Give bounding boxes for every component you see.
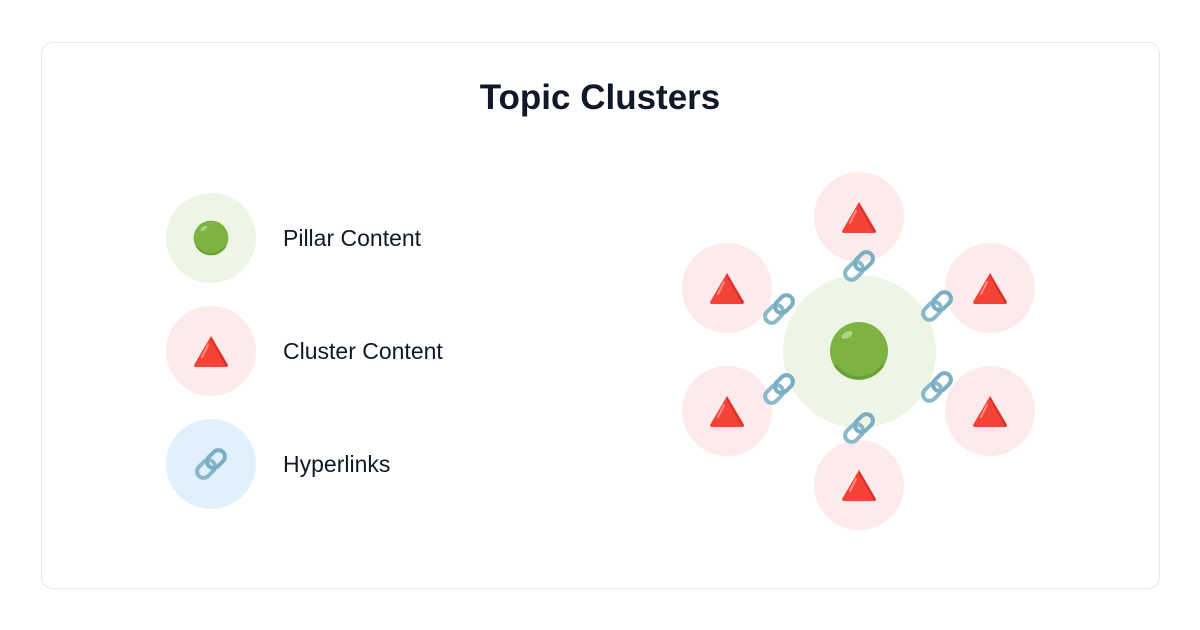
triangle-icon [972,272,1008,305]
link-icon [760,290,798,328]
link-icon [760,370,798,408]
triangle-icon [709,395,745,428]
legend-label-cluster: Cluster Content [283,338,443,364]
link-icon [840,247,878,285]
link-icon [918,287,956,325]
pillar-node-icon [828,320,890,382]
link-icon [918,368,956,406]
red-triangle-icon [193,335,229,368]
link-icon [192,445,230,483]
triangle-icon [709,272,745,305]
legend-label-hyperlinks: Hyperlinks [283,451,391,477]
legend-label-pillar: Pillar Content [283,225,422,251]
link-icon [840,409,878,447]
green-circle-icon [192,219,230,257]
page-title: Topic Clusters [479,78,721,117]
triangle-icon [841,201,877,234]
triangle-icon [972,395,1008,428]
triangle-icon [841,469,877,502]
legend-link-bg [166,419,256,509]
